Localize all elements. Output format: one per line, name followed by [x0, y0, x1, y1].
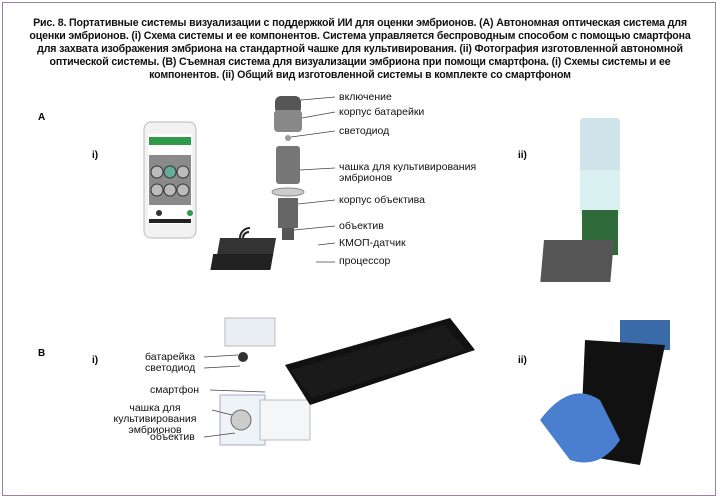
part-label: светодиод: [339, 125, 390, 137]
part-label: включение: [339, 91, 392, 103]
callout-lines-a: [290, 96, 336, 263]
panel-b-i-label: i): [92, 355, 99, 366]
part-label: чашка для культивирования эмбрионов: [339, 161, 477, 184]
part-label: светодиод: [145, 362, 196, 374]
exploded-device-illustration: [210, 96, 305, 270]
part-label: смартфон: [150, 384, 200, 396]
part-label: корпус батарейки: [339, 106, 425, 118]
smartphone-illustration: [143, 121, 197, 239]
panel-a-label: A: [38, 112, 46, 123]
part-label: батарейка: [145, 351, 196, 363]
figure-frame: [2, 2, 716, 496]
part-label: КМОП-датчик: [339, 237, 406, 249]
part-label: чашка для культивирования эмбрионов: [113, 402, 197, 436]
callout-lines-b: [203, 354, 266, 438]
panel-b-ii-label: ii): [518, 355, 527, 366]
panel-a-ii-label: ii): [518, 150, 527, 161]
panel-b-label: B: [38, 348, 46, 359]
part-label: объектив: [150, 431, 195, 443]
smartphone-attachment-illustration: [219, 317, 475, 446]
part-label: корпус объектива: [339, 194, 425, 206]
wifi-icon: [239, 227, 251, 239]
glove-phone-photo: [540, 320, 670, 465]
device-photo: [540, 118, 620, 282]
panel-a-i-label: i): [92, 150, 99, 161]
part-label: процессор: [339, 255, 391, 267]
part-label: объектив: [339, 220, 384, 232]
figure-caption: Рис. 8. Портативные системы визуализации…: [29, 17, 691, 81]
